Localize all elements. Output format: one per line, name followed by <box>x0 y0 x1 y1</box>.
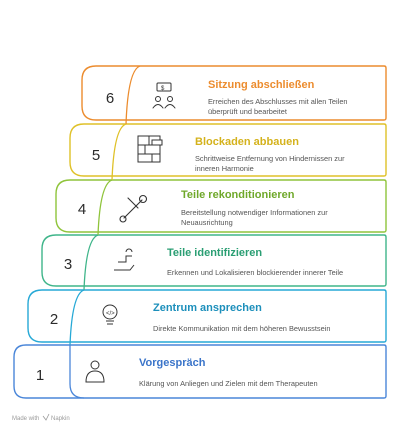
step-6: 6 $ Sitzung abschließen Erreichen des Ab… <box>81 65 387 121</box>
inner-curve-2 <box>69 289 85 346</box>
code-bulb-icon: </> <box>102 304 118 325</box>
step-2: 2 </> Zentrum ansprechen Direkte Kommuni… <box>27 289 387 343</box>
step-5-number: 5 <box>92 147 100 164</box>
step-2-desc-1: Direkte Kommunikation mit dem höheren Be… <box>153 324 330 333</box>
handshake-icon: $ <box>152 82 176 109</box>
step-5-title: Blockaden abbauen <box>195 136 299 148</box>
napkin-brand-text: Napkin <box>51 416 70 422</box>
step-4-outline <box>55 179 387 233</box>
step-6-title: Sitzung abschließen <box>208 79 315 91</box>
step-4-title: Teile rekonditionieren <box>181 189 295 201</box>
person-icon <box>85 360 105 383</box>
inner-curve-lines <box>69 65 141 399</box>
step-3: 3 Teile identifizieren Erkennen und Loka… <box>41 234 387 287</box>
step-1-outline <box>13 344 387 399</box>
svg-text:$: $ <box>161 86 165 92</box>
step-3-title: Teile identifizieren <box>167 247 262 259</box>
puzzle-hand-icon <box>114 248 135 271</box>
step-5: 5 Blockaden abbauen Schrittweise Entfern… <box>69 123 387 177</box>
step-1-title: Vorgespräch <box>139 357 206 369</box>
made-with-text: Made with <box>12 416 39 422</box>
napkin-logo-icon <box>42 413 50 421</box>
step-6-number: 6 <box>106 90 114 107</box>
step-3-number: 3 <box>64 256 72 273</box>
step-4-desc-2: Neuausrichtung <box>181 218 233 227</box>
step-3-desc-1: Erkennen und Lokalisieren blockierender … <box>167 268 343 277</box>
step-4: 4 Teile rekonditionieren Bereitstellung … <box>55 179 387 233</box>
step-3-outline <box>41 234 387 287</box>
step-2-number: 2 <box>50 311 58 328</box>
inner-curve-4 <box>97 179 113 236</box>
napkin-credit: Made with Napkin <box>12 413 70 422</box>
step-1: 1 Vorgespräch Klärung von Anliegen und Z… <box>13 344 387 399</box>
step-1-desc-1: Klärung von Anliegen und Zielen mit dem … <box>139 379 318 388</box>
step-6-desc-1: Erreichen des Abschlusses mit allen Teil… <box>208 97 348 106</box>
step-5-desc-2: inneren Harmonie <box>195 164 254 173</box>
step-6-desc-2: überprüft und bearbeitet <box>208 107 287 116</box>
wrench-icon <box>119 194 148 223</box>
step-2-title: Zentrum ansprechen <box>153 302 262 314</box>
step-4-desc-1: Bereitstellung notwendiger Informationen… <box>181 208 328 217</box>
inner-curve-1 <box>69 345 85 399</box>
step-2-outline <box>27 289 387 343</box>
inner-curve-6 <box>125 65 141 125</box>
inner-curve-3 <box>83 234 99 291</box>
step-1-number: 1 <box>36 367 44 384</box>
step-5-desc-1: Schrittweise Entfernung von Hindernissen… <box>195 154 345 163</box>
step-4-number: 4 <box>78 201 86 218</box>
inner-curve-5 <box>111 123 127 181</box>
wall-roller-icon <box>137 135 163 163</box>
step-6-outline <box>81 65 387 121</box>
svg-text:</>: </> <box>106 311 115 317</box>
